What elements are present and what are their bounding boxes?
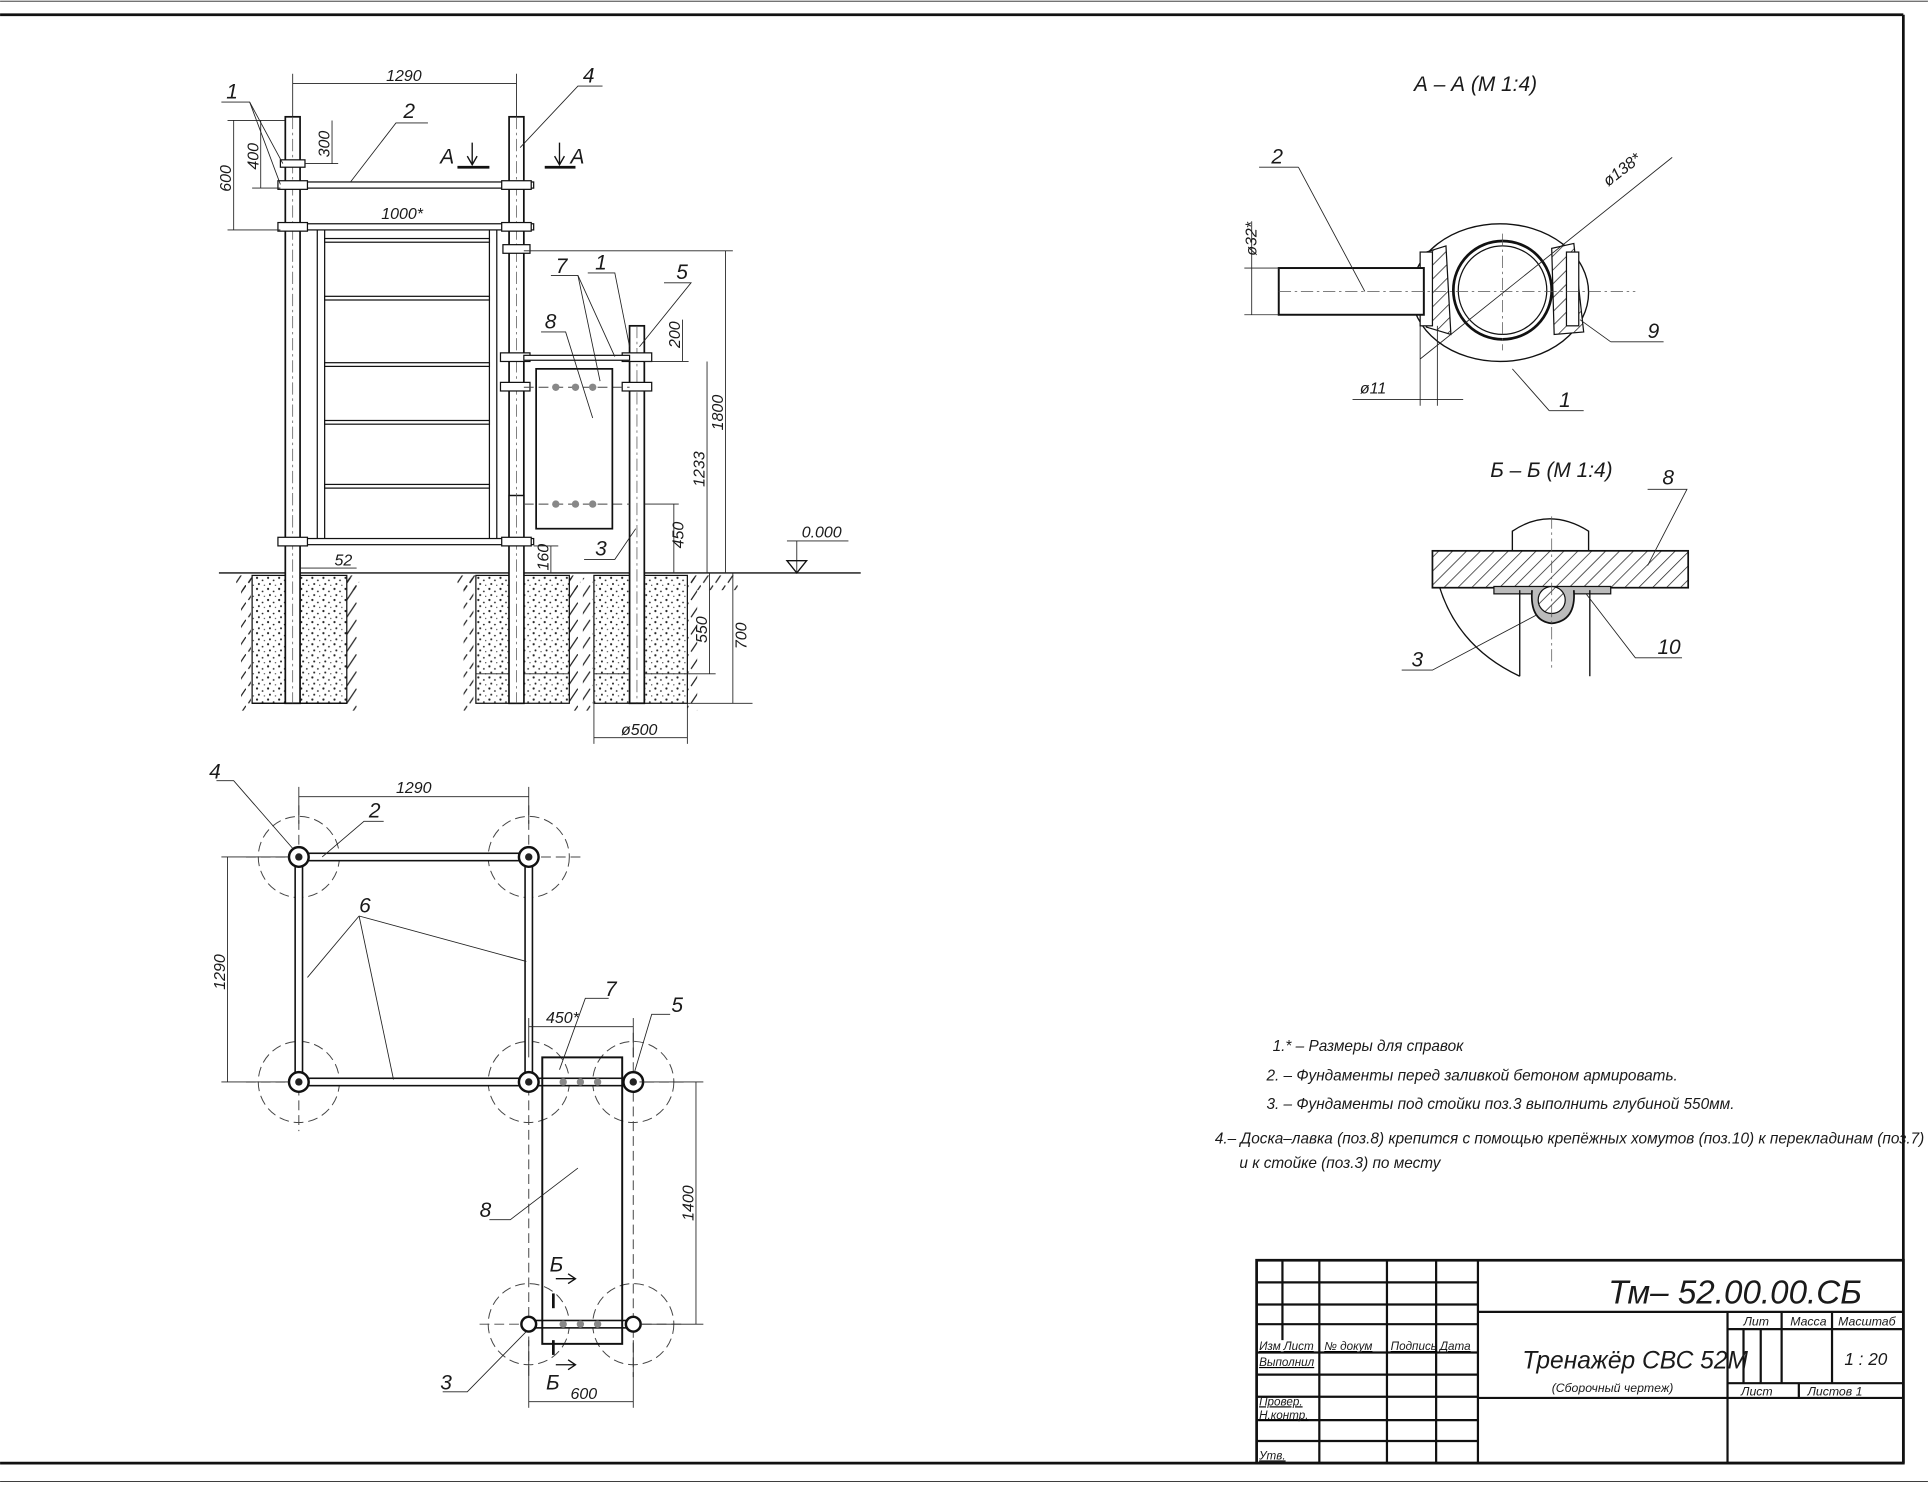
section-title: А – А (М 1:4) [1412,73,1537,96]
sheets-label: Листов 1 [1806,1384,1862,1398]
position-label: 7 [556,255,569,278]
svg-text:А: А [569,146,585,169]
note: 1.* – Размеры для справок [1273,1038,1465,1055]
level-mark: 0.000 [785,524,849,575]
dim-d500: ø500 [621,722,658,739]
dim-160: 160 [535,544,552,571]
position-label: 3 [595,538,607,561]
col-header: Лист [1283,1340,1314,1353]
level-value: 0.000 [802,524,842,541]
note: 3. – Фундаменты под стойки поз.3 выполни… [1266,1096,1734,1113]
note: 2. – Фундаменты перед заливкой бетоном а… [1265,1068,1677,1085]
position-label: 2 [402,100,415,123]
crossbar [279,223,535,231]
row-label: Выполнил [1259,1356,1315,1369]
dim-450: 450 [671,522,688,549]
dim-1290: 1290 [386,68,422,85]
ladder-rungs [324,237,491,489]
dim-1290: 1290 [396,780,432,797]
position-label: 5 [671,994,683,1017]
title-block: Изм Лист № докум Подпись Дата Выполнил П… [1255,1258,1905,1465]
scale-label: Масштаб [1838,1314,1896,1328]
position-label: 6 [359,894,371,917]
position-label: 1 [1559,389,1571,412]
position-label: 3 [1412,648,1424,671]
technical-notes: 1.* – Размеры для справок 2. – Фундамент… [1215,1038,1924,1172]
position-label: 1 [226,80,238,103]
board-8-section [1431,549,1690,589]
drawing-designation: Тм– 52.00.00.СБ [1608,1274,1862,1311]
dim-550: 550 [694,616,711,643]
dim-1290: 1290 [212,954,229,990]
note: и к стойке (поз.3) по месту [1239,1155,1441,1172]
svg-text:А: А [438,146,454,169]
dim-700: 700 [733,622,750,649]
row-label: Утв. [1258,1449,1286,1462]
plan-view: 1290 1290 450* 1400 600 4 2 6 7 5 8 3 Б … [209,760,704,1408]
row-label: Н.контр. [1259,1409,1308,1422]
product-name: Тренажёр СВС 52М [1522,1347,1748,1374]
row-label: Провер. [1259,1395,1303,1408]
dim-600: 600 [218,165,235,192]
position-label: 4 [583,64,595,87]
svg-text:Б: Б [546,1371,560,1394]
dim-400: 400 [245,143,262,170]
col-header: № докум [1324,1340,1372,1353]
scale-value: 1 : 20 [1844,1349,1887,1369]
svg-text:Б: Б [550,1253,564,1276]
position-label: 8 [1662,466,1674,489]
section-title: Б – Б (М 1:4) [1490,459,1612,482]
front-view: 1290 300 400 600 1000* 200 1800 1233 450… [218,64,861,744]
dim-d32: ø32* [1244,221,1261,256]
col-header: Дата [1438,1340,1471,1353]
col-header: Подпись [1391,1340,1437,1353]
section-b-b: Б – Б (М 1:4) 8 3 10 [1401,459,1690,677]
position-label: 10 [1657,636,1681,659]
section-mark-a: А А [438,142,585,169]
dim-200: 200 [667,321,684,349]
note: 4.– Доска–лавка (поз.8) крепится с помощ… [1215,1130,1924,1147]
dim-52: 52 [334,553,352,570]
dim-450: 450* [546,1010,580,1027]
dim-1400: 1400 [681,1185,698,1221]
bench-board-8-plan [541,1056,624,1345]
sheet-label: Лист [1740,1384,1773,1398]
position-label: 5 [676,261,688,284]
clamps-1 [277,159,653,547]
position-label: 2 [1270,146,1283,169]
position-label: 8 [545,310,557,333]
crossbar-7 [523,354,631,361]
bench-board-8 [535,367,614,530]
position-label: 9 [1648,320,1660,343]
lit-label: Лит [1743,1314,1769,1328]
crossbar-2 [279,181,535,189]
dim-1800: 1800 [710,395,727,431]
mass-label: Масса [1790,1314,1826,1328]
position-label: 1 [595,251,607,274]
position-label: 7 [605,978,618,1001]
crossbar [279,537,535,546]
dim-300: 300 [317,131,334,158]
dim-1000: 1000* [381,206,424,223]
dim-1233: 1233 [692,451,709,487]
position-label: 8 [480,1199,492,1222]
drawing-type: (Сборочный чертеж) [1552,1381,1674,1395]
dim-600: 600 [571,1386,598,1403]
position-label: 4 [209,760,221,783]
section-mark-b: Б Б [546,1253,577,1394]
position-label: 2 [368,800,381,823]
dim-d11: ø11 [1360,380,1386,397]
col-header: Изм [1259,1340,1281,1353]
section-a-a: А – А (М 1:4) ø32* ø138* ø11 2 9 1 [1244,73,1673,412]
position-label: 3 [440,1371,452,1394]
